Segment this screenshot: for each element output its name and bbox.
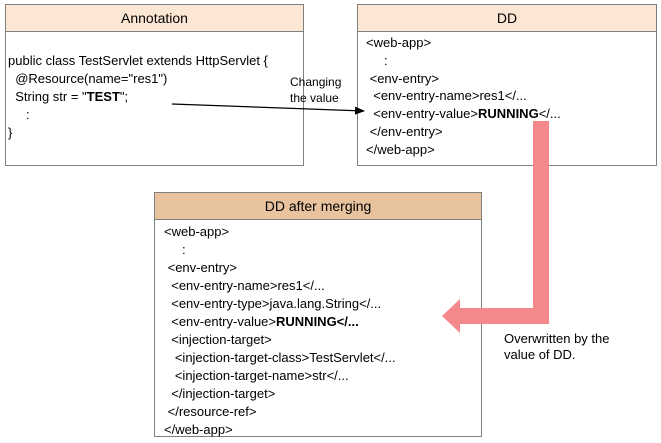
code-text: <env-entry-name>res1</... [366,88,527,104]
overwritten-label: Overwritten by the value of DD. [504,331,610,362]
code-line: <env-entry-value>RUNNING</... [164,314,359,329]
code-line: <injection-target> [164,332,272,347]
code-line: public class TestServlet extends HttpSer… [8,53,268,68]
overwrite-arrow [442,121,549,333]
code-text: "; [119,89,129,104]
code-line: : [8,107,30,122]
code-text: : [164,242,186,257]
code-text: <env-entry> [164,260,237,275]
code-line: <web-app> [366,35,431,50]
change-value-arrow [171,103,365,115]
code-text: <injection-target> [164,332,272,347]
code-text: </web-app> [366,141,435,157]
code-line: </injection-target> [164,386,275,401]
code-bold-text: RUNNING [478,106,539,122]
code-line: </resource-ref> [164,404,257,419]
code-text: </injection-target> [164,386,276,401]
code-text: public class TestServlet extends HttpSer… [8,53,268,68]
code-text: <env-entry-value> [164,314,277,329]
changing-value-label: Changing the value [290,75,342,105]
merged-panel: DD after merging <web-app> : <env-entry>… [154,192,482,437]
code-line: @Resource(name="res1") [8,71,167,86]
code-line: <env-entry-type>java.lang.String</... [164,296,381,311]
code-line: <web-app> [164,224,229,239]
code-line: <env-entry> [164,260,237,275]
dd-panel: DD <web-app> : <env-entry> <env-entry-na… [357,4,657,166]
code-text: <env-entry-name>res1</... [164,278,325,293]
code-text: } [8,125,13,140]
code-line: : [366,53,388,68]
code-bold-text: RUNNING</... [276,314,359,329]
code-line: <injection-target-name>str</... [164,368,349,383]
code-text: <web-app> [366,35,432,50]
code-line: <env-entry-name>res1</... [164,278,325,293]
code-line: : [164,242,186,257]
code-line: <env-entry> [366,71,439,86]
code-line: </web-app> [366,142,435,157]
code-text: </web-app> [164,422,233,437]
code-text: String str = " [8,89,87,104]
code-line: </env-entry> [366,124,443,139]
code-text: <env-entry> [366,70,439,86]
code-line: <env-entry-value>RUNNING</... [366,106,561,121]
code-line: } [8,125,12,140]
code-line: </web-app> [164,422,233,437]
annotation-panel-title: Annotation [121,10,188,26]
code-text: </... [538,106,561,122]
code-text: </resource-ref> [164,404,257,419]
merged-panel-header: DD after merging [155,193,481,220]
code-text: </env-entry> [366,124,443,139]
code-line: <injection-target-class>TestServlet</... [164,350,396,365]
code-line: String str = "TEST"; [8,89,128,104]
code-text: : [8,107,30,122]
code-text: <web-app> [164,224,230,239]
code-text: : [366,52,388,68]
code-text: <injection-target-class>TestServlet</... [164,350,396,365]
code-line: <env-entry-name>res1</... [366,88,527,103]
code-text: @Resource(name="res1") [8,71,168,86]
annotation-panel: Annotation public class TestServlet exte… [5,4,304,166]
dd-panel-header: DD [358,5,656,32]
merged-panel-title: DD after merging [264,198,372,214]
annotation-panel-header: Annotation [6,5,303,32]
code-text: <env-entry-type>java.lang.String</... [164,296,382,311]
code-bold-text: TEST [86,89,120,104]
dd-panel-title: DD [496,10,518,26]
code-text: <env-entry-value> [366,106,479,122]
code-text: <injection-target-name>str</... [164,368,349,383]
